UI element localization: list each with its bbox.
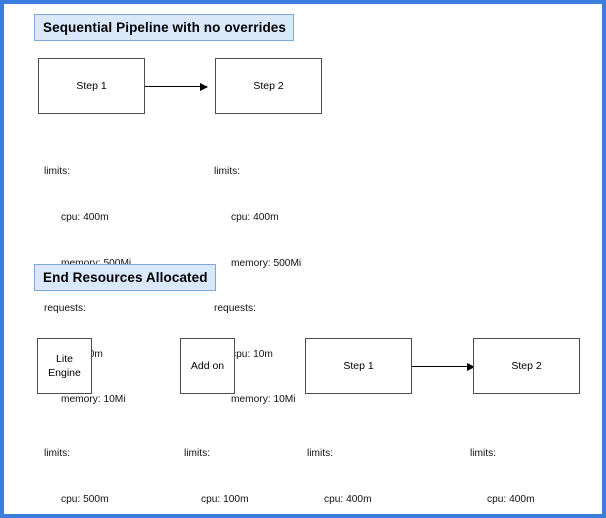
arrow-bottom-step1-to-step2 [412, 362, 475, 371]
specs-limits-memory: memory: 500Mi [231, 257, 302, 269]
section-title-end-resources-allocated: End Resources Allocated [34, 264, 216, 291]
specs-top-step-2: limits: cpu: 400m memory: 500Mi requests… [214, 134, 301, 438]
specs-bottom-step-2: limits: cpu: 400m memory: 500Mi requests… [470, 416, 557, 514]
specs-limits-label: limits: [44, 166, 71, 178]
node-top-step-2[interactable]: Step 2 [215, 58, 322, 114]
arrow-top-step1-to-step2 [145, 82, 208, 91]
specs-requests-cpu: cpu: 10m [231, 348, 273, 360]
node-top-step-1[interactable]: Step 1 [38, 58, 145, 114]
specs-lite-engine: limits: cpu: 500m memory: 600Mi requests… [44, 416, 131, 514]
specs-requests-memory: memory: 10Mi [231, 394, 296, 406]
specs-limits-cpu: cpu: 400m [61, 212, 109, 224]
specs-limits-memory: memory: 500Mi [44, 256, 131, 271]
specs-limits-cpu: cpu: 400m [324, 494, 372, 506]
specs-limits-cpu: cpu: 100m [201, 494, 249, 506]
specs-requests-memory: memory: 10Mi [61, 394, 126, 406]
section-title-sequential-pipeline: Sequential Pipeline with no overrides [34, 14, 294, 41]
specs-requests-label: requests: [214, 303, 256, 315]
specs-limits-label: limits: [184, 448, 211, 460]
node-bottom-step-1[interactable]: Step 1 [305, 338, 412, 394]
node-bottom-step-2[interactable]: Step 2 [473, 338, 580, 394]
specs-limits-cpu: cpu: 400m [487, 494, 535, 506]
specs-limits-cpu: cpu: 400m [231, 212, 279, 224]
specs-limits-label: limits: [214, 166, 241, 178]
specs-limits-label: limits: [470, 448, 497, 460]
specs-requests-label: requests: [44, 303, 86, 315]
specs-limits-label: limits: [307, 448, 334, 460]
node-add-on[interactable]: Add on [180, 338, 235, 394]
specs-add-on: limits: cpu: 100m memory: 100Mi requests… [184, 416, 271, 514]
specs-bottom-step-1: limits: cpu: 400m memory: 500Mi requests… [307, 416, 394, 514]
specs-limits-cpu: cpu: 500m [61, 494, 109, 506]
specs-limits-label: limits: [44, 448, 71, 460]
